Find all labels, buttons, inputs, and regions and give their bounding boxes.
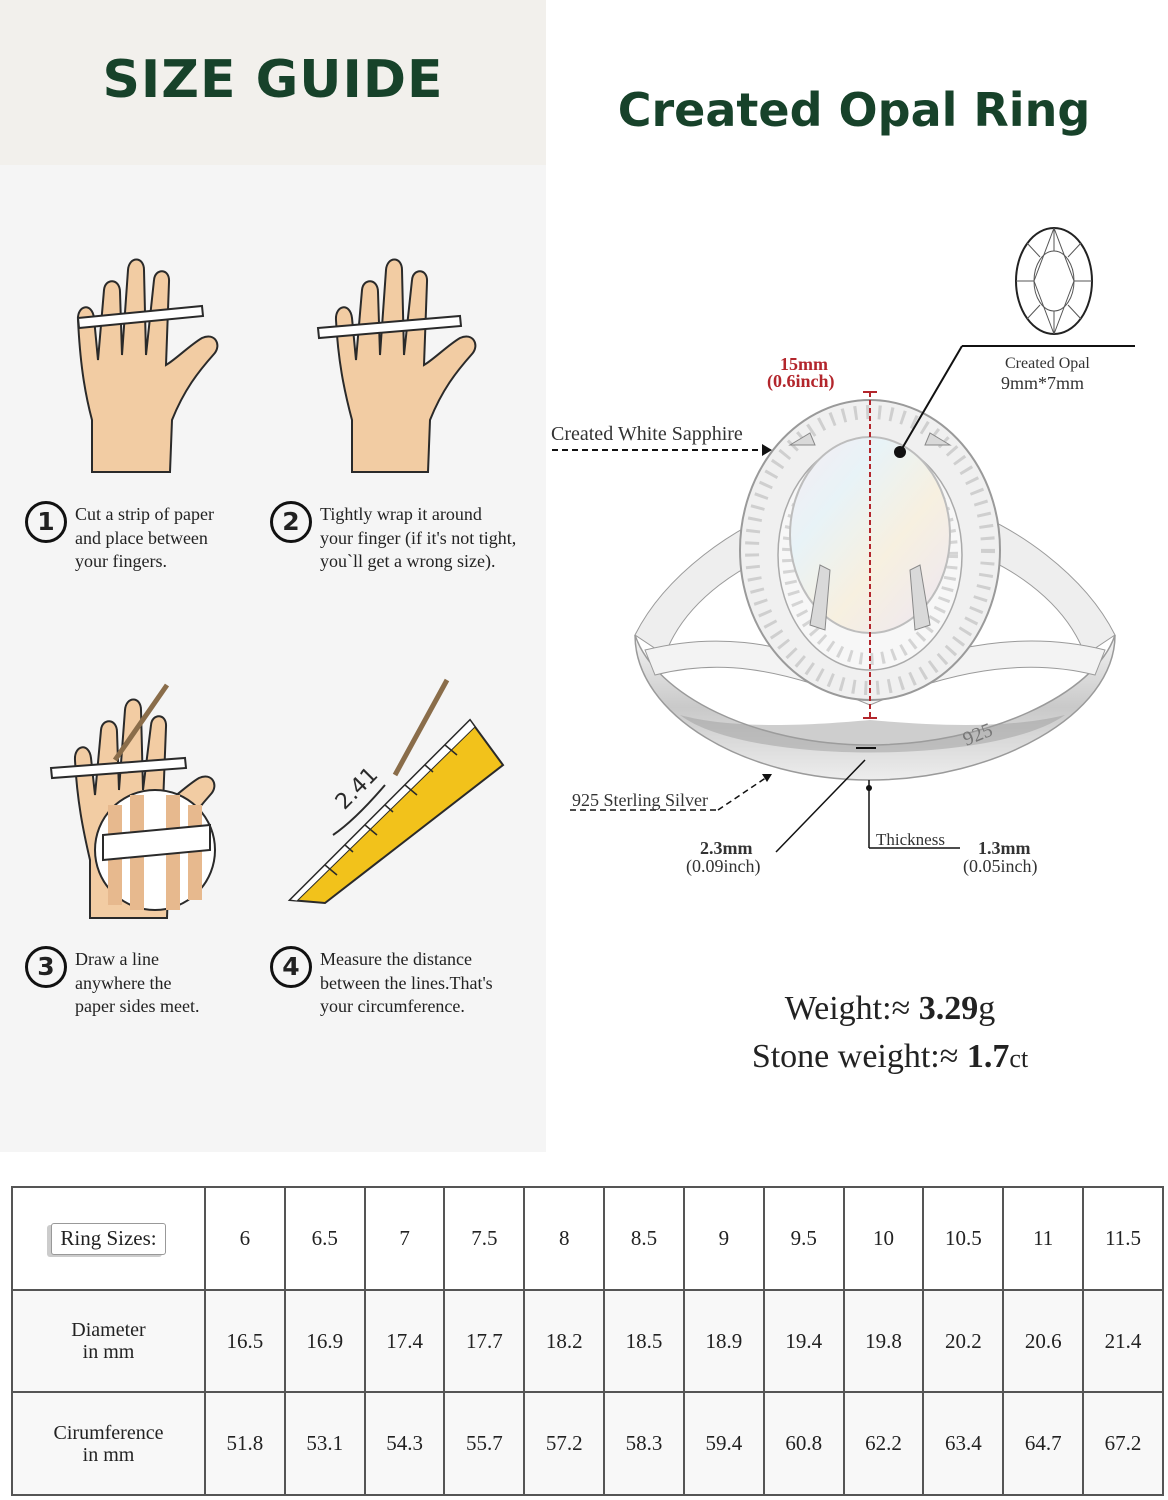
diameter-cell: 21.4 xyxy=(1082,1289,1164,1393)
size-guide-header xyxy=(0,0,546,165)
product-title: Created Opal Ring xyxy=(617,83,1091,137)
band-inch-label: (0.09inch) xyxy=(686,856,761,876)
stone-weight-value: 1.7 xyxy=(966,1038,1010,1075)
circumference-cell: 62.2 xyxy=(842,1391,925,1496)
sapphire-label: Created White Sapphire xyxy=(551,423,743,445)
circumference-cell: 58.3 xyxy=(603,1391,685,1496)
step-3: 3 Draw a line anywhere the paper sides m… xyxy=(25,946,200,1019)
step-3-number: 3 xyxy=(25,946,67,988)
stone-weight-line: Stone weight:≈ 1.7ct xyxy=(700,1033,1080,1083)
step-3-text: Draw a line anywhere the paper sides mee… xyxy=(75,949,200,1016)
circumference-cell: 67.2 xyxy=(1082,1391,1164,1496)
diameter-cell: 16.9 xyxy=(283,1289,366,1393)
step-4: 4 Measure the distance between the lines… xyxy=(270,946,493,1019)
step-4-text: Measure the distance between the lines.T… xyxy=(320,949,493,1016)
table-row-diameter: Diameter in mm 16.5 16.9 17.4 17.7 18.2 … xyxy=(11,1289,1164,1393)
row-header-sizes: Ring Sizes: xyxy=(11,1186,206,1291)
size-cell: 10 xyxy=(842,1186,925,1291)
silver-label: 925 Sterling Silver xyxy=(572,790,708,810)
row-header-diameter: Diameter in mm xyxy=(11,1289,206,1393)
step-1: 1 Cut a strip of paper and place between… xyxy=(25,501,214,574)
band-mm-label: 2.3mm xyxy=(700,838,753,858)
opal-ring-image: 925 xyxy=(634,399,1116,781)
ruler-illustration: 2.41 xyxy=(287,678,505,905)
table-row-sizes: Ring Sizes: 6 6.5 7 7.5 8 8.5 9 9.5 10 1… xyxy=(11,1186,1164,1291)
stone-weight-label: Stone weight:≈ xyxy=(751,1038,967,1075)
opal-size-label: 9mm*7mm xyxy=(1001,373,1085,393)
circumference-cell: 55.7 xyxy=(443,1391,526,1496)
diameter-cell: 20.6 xyxy=(1002,1289,1085,1393)
diameter-cell: 17.4 xyxy=(363,1289,446,1393)
size-cell: 6 xyxy=(204,1186,286,1291)
diameter-cell: 20.2 xyxy=(922,1289,1005,1393)
oval-gem-icon xyxy=(1015,227,1093,335)
weight-unit: g xyxy=(978,990,996,1027)
size-cell: 9.5 xyxy=(762,1186,845,1291)
table-row-circumference: Cirumference in mm 51.8 53.1 54.3 55.7 5… xyxy=(11,1391,1164,1496)
size-cell: 11.5 xyxy=(1082,1186,1164,1291)
step-2-text: Tightly wrap it around your finger (if i… xyxy=(320,504,517,571)
circumference-cell: 54.3 xyxy=(363,1391,446,1496)
size-cell: 7 xyxy=(363,1186,446,1291)
diameter-cell: 19.4 xyxy=(762,1289,845,1393)
circumference-cell: 53.1 xyxy=(283,1391,366,1496)
circumference-cell: 57.2 xyxy=(523,1391,606,1496)
row-header-circumference: Cirumference in mm xyxy=(11,1391,206,1496)
step-2: 2 Tightly wrap it around your finger (if… xyxy=(270,501,517,574)
width-mm-label: 15mm xyxy=(780,354,828,374)
circumference-cell: 64.7 xyxy=(1002,1391,1085,1496)
step-1-text: Cut a strip of paper and place between y… xyxy=(75,504,214,571)
stone-weight-unit: ct xyxy=(1009,1044,1029,1073)
size-cell: 7.5 xyxy=(443,1186,526,1291)
size-cell: 8.5 xyxy=(603,1186,685,1291)
size-cell: 11 xyxy=(1002,1186,1085,1291)
ring-sizes-badge: Ring Sizes: xyxy=(51,1222,166,1255)
step-2-number: 2 xyxy=(270,501,312,543)
size-cell: 8 xyxy=(523,1186,606,1291)
diameter-cell: 18.2 xyxy=(523,1289,606,1393)
width-dimension-line xyxy=(863,391,877,719)
opal-label: Created Opal xyxy=(1005,355,1090,372)
circumference-cell: 63.4 xyxy=(922,1391,1005,1496)
size-guide-title: SIZE GUIDE xyxy=(102,50,444,110)
diameter-cell: 18.9 xyxy=(682,1289,765,1393)
step-4-number: 4 xyxy=(270,946,312,988)
diameter-cell: 17.7 xyxy=(443,1289,526,1393)
step-1-number: 1 xyxy=(25,501,67,543)
ruler-mark-label: 2.41 xyxy=(331,763,383,815)
weight-value: 3.29 xyxy=(918,990,979,1027)
size-cell: 9 xyxy=(682,1186,765,1291)
hand-strip-illustration xyxy=(76,258,219,473)
diameter-cell: 19.8 xyxy=(842,1289,925,1393)
hand-wrap-illustration xyxy=(316,258,477,473)
circumference-cell: 51.8 xyxy=(204,1391,286,1496)
weight-line: Weight:≈ 3.29g xyxy=(700,985,1080,1033)
weights-block: Weight:≈ 3.29g Stone weight:≈ 1.7ct xyxy=(700,985,1080,1083)
diameter-cell: 16.5 xyxy=(204,1289,286,1393)
thickness-inch-label: (0.05inch) xyxy=(963,856,1038,876)
draw-line-illustration xyxy=(49,683,216,919)
width-inch-label: (0.6inch) xyxy=(767,371,835,391)
ring-size-table: Ring Sizes: 6 6.5 7 7.5 8 8.5 9 9.5 10 1… xyxy=(11,1186,1164,1496)
diameter-cell: 18.5 xyxy=(603,1289,685,1393)
thickness-label: Thickness xyxy=(876,830,945,849)
weight-label: Weight:≈ xyxy=(784,990,919,1027)
circumference-cell: 59.4 xyxy=(682,1391,765,1496)
size-cell: 6.5 xyxy=(283,1186,366,1291)
size-cell: 10.5 xyxy=(922,1186,1005,1291)
thickness-mm-label: 1.3mm xyxy=(978,838,1031,858)
circumference-cell: 60.8 xyxy=(762,1391,845,1496)
callout-lines xyxy=(552,345,1135,853)
